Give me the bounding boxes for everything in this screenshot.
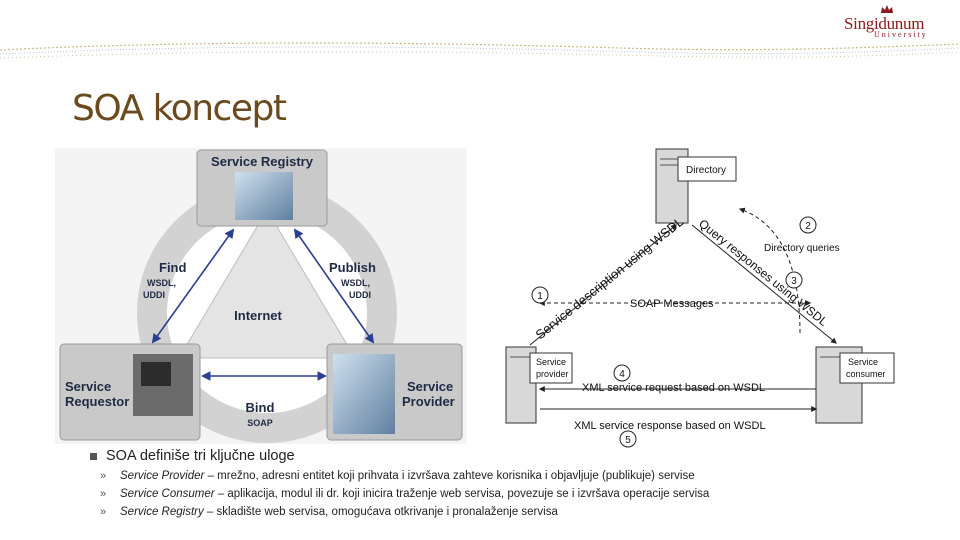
arrow-bullet-icon: » [100, 470, 107, 482]
publish-arrow [293, 228, 375, 344]
find-sub1: WSDL, [147, 278, 176, 288]
logo-subtitle: University [874, 30, 928, 39]
description-arrow [529, 224, 677, 346]
bullet-item-provider: » Service Provider – mrežno, adresni ent… [90, 470, 890, 488]
bullet-item-registry: » Service Registry – skladište web servi… [90, 506, 890, 524]
step-1: 1 [537, 291, 543, 302]
bullet-list: SOA definiše tri ključne uloge » Service… [90, 448, 890, 524]
publish-sub2: UDDI [349, 290, 371, 300]
bullet-role: Service Registry [120, 506, 204, 518]
university-logo: Singidunum University [840, 5, 940, 44]
consumer-line1: Service [848, 357, 878, 367]
bullet-item-consumer: » Service Consumer – aplikacija, modul i… [90, 488, 890, 506]
find-arrow [151, 228, 235, 344]
step-3-circle [785, 271, 803, 289]
step-5: 5 [625, 435, 631, 446]
registry-label: Service Registry [211, 154, 314, 169]
bullet-main-text: SOA definiše tri ključne uloge [106, 448, 295, 464]
publish-sub1: WSDL, [341, 278, 370, 288]
soap-label: SOAP Messages [630, 298, 714, 310]
request-label: XML service request based on WSDL [582, 382, 765, 394]
step-2: 2 [805, 221, 811, 232]
query-label: Query responses using WSDL [696, 216, 830, 329]
soa-triangle-diagram: Service Registry Service Requestor Servi… [55, 148, 467, 444]
provider-image [333, 354, 395, 434]
bullet-main: SOA definiše tri ključne uloge [90, 448, 890, 470]
bullet-desc: – aplikacija, modul ili dr. koji inicira… [214, 488, 710, 500]
header-wave-decoration [0, 42, 960, 59]
step-5-circle [619, 430, 637, 448]
bullet-role: Service Consumer [120, 488, 215, 500]
page-title: SOA koncept [72, 88, 287, 129]
directory-label-box [677, 156, 737, 182]
logo-name: Singidunum [844, 14, 925, 33]
step-3: 3 [791, 276, 797, 287]
description-label: Service description using WSDL [532, 214, 686, 343]
provider-line2: Provider [402, 394, 455, 409]
provider-label-box [529, 352, 573, 384]
step-4: 4 [619, 369, 625, 380]
provider-line1: Service [536, 357, 566, 367]
crown-icon [881, 5, 893, 13]
query-arrow [691, 224, 837, 344]
requestor-line1: Service [65, 379, 111, 394]
provider-line1: Service [407, 379, 453, 394]
arrow-bullet-icon: » [100, 488, 107, 500]
bind-sub: SOAP [247, 418, 273, 428]
directory-label: Directory [686, 165, 726, 176]
find-label: Find [159, 260, 186, 275]
step-2-circle [799, 216, 817, 234]
publish-label: Publish [329, 260, 376, 275]
provider-line2: provider [536, 369, 569, 379]
find-sub2: UDDI [143, 290, 165, 300]
consumer-label-box [839, 352, 895, 384]
step-4-circle [613, 364, 631, 382]
directory-queries-arrow [738, 207, 801, 334]
step-1-circle [531, 286, 549, 304]
registry-image [235, 172, 293, 220]
bullet-desc: – mrežno, adresni entitet koji prihvata … [204, 470, 695, 482]
wsdl-soap-diagram: Directory Service provider Service consu… [505, 148, 895, 448]
directory-queries-label: Directory queries [764, 243, 840, 254]
bind-label: Bind [246, 400, 275, 415]
consumer-line2: consumer [846, 369, 886, 379]
bullet-role: Service Provider [120, 470, 205, 482]
bullet-desc: – skladište web servisa, omogućava otkri… [203, 506, 558, 518]
square-bullet-icon [90, 453, 97, 460]
internet-label: Internet [234, 308, 282, 323]
response-label: XML service response based on WSDL [574, 420, 766, 432]
arrow-bullet-icon: » [100, 506, 107, 518]
requestor-line2: Requestor [65, 394, 129, 409]
